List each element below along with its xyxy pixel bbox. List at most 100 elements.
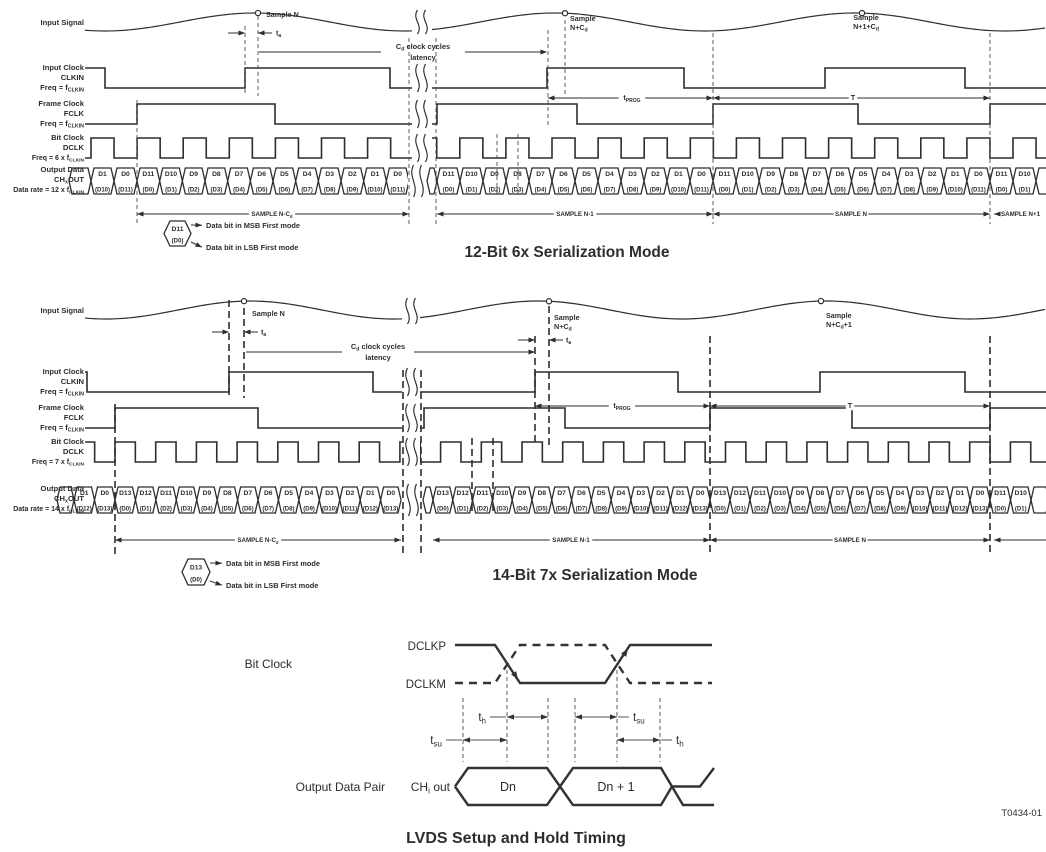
data-cell-msb: D8 [513, 171, 522, 178]
data-cell-msb: D0 [976, 490, 985, 497]
row-label-frame-clock: FCLK [64, 109, 85, 118]
data-cell-msb: D11 [719, 171, 731, 178]
data-cell-msb: D4 [305, 490, 314, 497]
data-cell-lsb: (D6) [556, 506, 568, 512]
legend-lsb-text: Data bit in LSB First mode [226, 581, 318, 590]
data-cell-lsb: (D12) [673, 506, 688, 512]
data-cell-msb: D10 [496, 490, 509, 497]
sample-label: Sample N [252, 309, 285, 318]
row-label-input-signal: Input Signal [41, 18, 84, 27]
data-cell-msb: D11 [994, 490, 1006, 497]
break-mark-icon [423, 99, 428, 129]
break-mark-icon [413, 403, 418, 433]
data-cell-msb: D9 [189, 171, 198, 178]
data-cell-lsb: (D5) [222, 506, 234, 512]
break-mark-icon [413, 367, 418, 397]
data-cell-msb: D6 [264, 490, 273, 497]
data-cell-msb: D4 [605, 171, 614, 178]
break-mark-icon [415, 133, 420, 163]
timing-label: th [676, 735, 684, 749]
aperture-label: ta [276, 29, 281, 40]
data-cell-lsb: (D9) [926, 187, 938, 193]
data-cell-lsb: (D3) [496, 506, 508, 512]
sample-marker [545, 298, 553, 305]
row-label-input-clock: Input Clock [43, 63, 85, 72]
data-cell-msb: D11 [443, 171, 455, 178]
data-cell-lsb: (D4) [233, 187, 245, 193]
sample-marker [240, 297, 248, 305]
data-cell-msb: D7 [836, 490, 845, 497]
title-12bit-mode: 12-Bit 6x Serialization Mode [464, 244, 670, 261]
sample-label: Sample [853, 13, 879, 22]
data-cell-lsb: (D1) [140, 506, 152, 512]
data-cell-msb: D4 [303, 171, 312, 178]
data-cell-lsb: (D2) [477, 506, 489, 512]
data-cell-lsb: (D8) [595, 506, 607, 512]
row-label-bit-clock: Freq = 7 x fCLKIN [32, 459, 85, 468]
data-cell-msb: D5 [284, 490, 293, 497]
data-cell-lsb: (D0) [994, 506, 1006, 512]
data-cell-lsb: (D10) [95, 187, 110, 193]
data-cell-msb: D9 [518, 490, 527, 497]
data-cell-lsb: (D0) [719, 187, 731, 193]
sample-marker [858, 9, 866, 17]
data-cell-msb: D5 [582, 171, 591, 178]
legend-cell-msb: D11 [172, 226, 184, 233]
data-cell-msb: D8 [816, 490, 825, 497]
break-mark-icon [411, 164, 416, 198]
title-lvds: LVDS Setup and Hold Timing [406, 830, 626, 847]
data-cell-msb: D0 [974, 171, 983, 178]
span-label: SAMPLE N-1 [552, 537, 590, 544]
data-cell-msb: D1 [674, 171, 683, 178]
data-cell-lsb: (D1) [1015, 506, 1027, 512]
span-label: SAMPLE N-Cd [251, 211, 293, 219]
data-cell-msb: D3 [637, 490, 646, 497]
data-cell-msb: D1 [366, 490, 375, 497]
channel-label: CHi out [411, 780, 451, 796]
data-cell-lsb: (D9) [615, 506, 627, 512]
data-cell-msb: D10 [774, 490, 787, 497]
latency-label: Cd clock cycles [396, 42, 450, 53]
data-cell-lsb: (D5) [536, 506, 548, 512]
data-cell-msb: D4 [896, 490, 905, 497]
data-cell-lsb: (D10) [368, 187, 383, 193]
data-cell-msb: D7 [536, 171, 545, 178]
data-cell-lsb: (D5) [834, 187, 846, 193]
break-mark-icon [415, 99, 420, 129]
data-cell-msb: D6 [257, 171, 266, 178]
data-cell-msb: D9 [203, 490, 212, 497]
data-cell-msb: D13 [714, 490, 727, 497]
latency-label: latency [365, 353, 391, 362]
title-14bit-mode: 14-Bit 7x Serialization Mode [492, 567, 698, 584]
row-label-input-clock: Input Clock [43, 367, 85, 376]
data-cell-msb: D8 [538, 490, 547, 497]
data-cell-lsb: (D5) [814, 506, 826, 512]
row-label-bit-clock: Bit Clock [51, 437, 85, 446]
data-cell-lsb: (D7) [880, 187, 892, 193]
data-cell-msb: D0 [393, 171, 402, 178]
data-cell-lsb: (D2) [765, 187, 777, 193]
data-cell-lsb: (D4) [794, 506, 806, 512]
data-cell-lsb: (D6) [581, 187, 593, 193]
data-cell-lsb: (D5) [256, 187, 268, 193]
data-cell-msb: D8 [789, 171, 798, 178]
data-cell-msb: D10 [1015, 490, 1028, 497]
data-cell-dn-plus-1: Dn + 1 [597, 780, 634, 794]
data-cell-lsb: (D11) [971, 187, 986, 193]
data-cell-msb: D5 [859, 171, 868, 178]
data-cell-msb: D12 [457, 490, 470, 497]
data-cell-msb: D11 [996, 171, 1008, 178]
data-cell-lsb: (D1) [165, 187, 177, 193]
data-cell-lsb: (D8) [324, 187, 336, 193]
data-cell-msb: D7 [813, 171, 822, 178]
doc-code: T0434-01 [1001, 808, 1042, 819]
data-cell-msb: D4 [882, 171, 891, 178]
data-cell-lsb: (D10) [948, 187, 963, 193]
data-cell-lsb: (D1) [742, 187, 754, 193]
data-cell-lsb: (D13) [972, 506, 987, 512]
tprog-label: tPROG [623, 93, 640, 104]
data-cell-msb: D2 [651, 171, 660, 178]
legend-cell [181, 558, 211, 586]
data-cell-lsb: (D7) [262, 506, 274, 512]
